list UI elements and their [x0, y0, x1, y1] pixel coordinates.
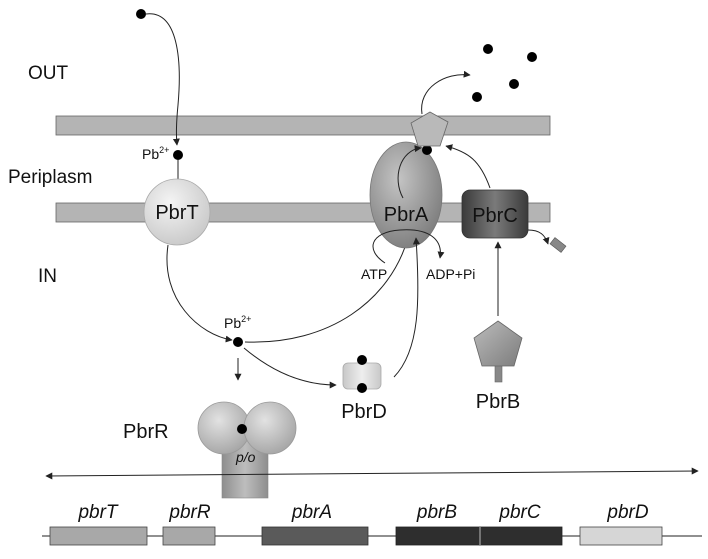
region-label-out: OUT	[28, 63, 69, 84]
pbrt-label: PbrT	[155, 202, 198, 224]
gene-label-pbra: pbrA	[291, 502, 332, 523]
pb-ion-cytoplasm	[233, 337, 243, 347]
pbrd-label: PbrD	[341, 401, 387, 423]
gene-box-pbrr	[162, 526, 216, 546]
arrow-pbrd-to-pbra	[393, 237, 420, 378]
pbrc-protein	[461, 189, 529, 239]
gene-label-pbrr: pbrR	[168, 502, 210, 523]
gene-label-pbrt: pbrT	[77, 502, 118, 523]
arrow-pbrc-cleavage	[527, 229, 550, 245]
pb-ion-external-2	[483, 44, 493, 54]
adp-label: ADP+Pi	[426, 266, 475, 282]
transcription-arrow	[45, 467, 699, 480]
pb-ion-pbrd-1	[357, 355, 367, 365]
arrow-pbrc-to-pore	[445, 144, 491, 189]
gene-box-pbrc	[479, 526, 563, 546]
pb-label-periplasm: Pb2+	[142, 145, 169, 162]
operator-label: p/o	[235, 449, 256, 465]
gene-box-pbrb	[395, 526, 481, 546]
pbrb-protein	[473, 320, 523, 367]
gene-label-pbrc: pbrC	[498, 502, 540, 523]
arrow-pbrt-to-cytoplasm	[166, 244, 233, 343]
efflux-pore	[410, 111, 449, 147]
pbrb-anchor	[494, 363, 503, 383]
arrow-atp-hydrolysis	[372, 229, 445, 264]
outer-membrane	[55, 115, 551, 136]
pbrr-label: PbrR	[123, 421, 169, 443]
arrow-pb-uptake	[145, 13, 180, 146]
pbrb-label: PbrB	[476, 391, 520, 413]
atp-label: ATP	[361, 266, 387, 282]
arrow-efflux	[421, 70, 471, 115]
gene-box-pbrt	[49, 526, 148, 546]
pb-ion-external-5	[472, 92, 482, 102]
gene-box-pbrd	[579, 526, 663, 546]
pb-ion-external-1	[136, 9, 146, 19]
pb-label-cytoplasm: Pb2+	[224, 314, 251, 331]
pbrr-subunit-right	[243, 401, 297, 455]
gene-label-pbrd: pbrD	[606, 502, 648, 523]
gene-label-pbrb: pbrB	[416, 502, 457, 523]
pb-ion-periplasm	[173, 150, 183, 160]
arrow-pb-to-pbrd	[243, 347, 337, 389]
pb-ion-external-4	[509, 79, 519, 89]
signal-peptide-fragment	[549, 237, 567, 253]
region-label-periplasm: Periplasm	[8, 167, 92, 188]
region-label-in: IN	[38, 266, 57, 287]
gene-box-pbra	[261, 526, 369, 546]
pb-ion-pbrd-2	[357, 383, 367, 393]
pbra-label: PbrA	[384, 204, 429, 226]
pb-ion-pbra	[422, 145, 432, 155]
pbra-protein	[369, 141, 443, 249]
pbrc-label: PbrC	[472, 205, 518, 227]
arrow-pb-to-pbra	[244, 237, 410, 343]
arrow-pbra-transport	[397, 145, 422, 199]
pb-ion-pbrr	[237, 424, 247, 434]
pb-ion-external-3	[527, 52, 537, 62]
pbrt-protein	[143, 178, 211, 246]
